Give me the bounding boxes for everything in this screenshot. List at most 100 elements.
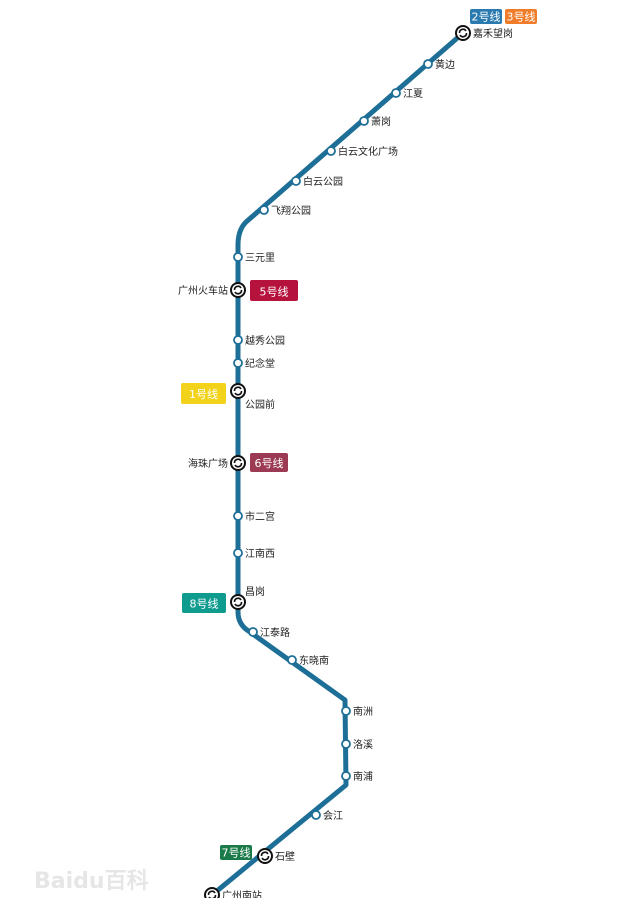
interchange-icon [455,25,471,41]
station-dot [248,627,258,637]
interchange-icon [230,594,246,610]
station-dot [341,771,351,781]
line-badge-2[interactable]: 3号线 [505,9,537,24]
station-5[interactable]: 白云文化广场 [326,145,398,158]
station-label: 三元里 [245,252,275,264]
station-2[interactable]: 黄边 [423,58,455,71]
badge-background [220,845,252,860]
badge-background [182,593,226,613]
transfer-arrows-icon [233,458,243,468]
transfer-arrows-icon [233,386,243,396]
station-dot [341,706,351,716]
badge-label: 2号线 [472,10,501,24]
transfer-arrows-icon [233,285,243,295]
station-dot [391,88,401,98]
station-label: 嘉禾望岗 [473,27,513,40]
station-label: 江泰路 [260,626,290,639]
station-9[interactable]: 广州火车站 [178,282,246,298]
station-17[interactable]: 江泰路 [248,626,290,639]
station-18[interactable]: 东晓南 [287,654,329,667]
badge-background [181,383,226,404]
line-2-track [210,31,465,897]
station-dot [233,252,243,262]
watermark: Baidu百科 [34,869,149,894]
station-22[interactable]: 会江 [311,809,343,822]
badge-label: 1号线 [189,387,218,401]
station-label: 纪念堂 [245,357,275,370]
station-label: 白云文化广场 [338,145,398,158]
interchange-icon [257,848,273,864]
station-13[interactable]: 海珠广场 [188,455,246,471]
station-15[interactable]: 江南西 [233,547,275,560]
station-dot [359,116,369,126]
station-dot [291,176,301,186]
station-6[interactable]: 白云公园 [291,175,343,188]
transfer-arrows-icon [207,890,217,898]
line-badge-1[interactable]: 2号线 [470,9,502,24]
station-10[interactable]: 越秀公园 [233,334,285,347]
line-badge-5[interactable]: 6号线 [250,453,288,472]
line-badge-7[interactable]: 7号线 [220,845,252,860]
station-label: 市二宫 [245,510,275,523]
transfer-arrows-icon [458,28,468,38]
station-19[interactable]: 南洲 [341,705,373,718]
badge-label: 8号线 [190,597,219,611]
station-23[interactable]: 石壁 [257,848,295,864]
station-label: 东晓南 [299,654,329,667]
station-label: 公园前 [245,398,275,411]
station-label: 洛溪 [353,738,373,751]
line-badge-3[interactable]: 5号线 [250,280,298,301]
station-dot [287,655,297,665]
station-20[interactable]: 洛溪 [341,738,373,751]
station-label: 海珠广场 [188,457,228,470]
station-dot [233,548,243,558]
station-7[interactable]: 飞翔公园 [259,204,311,217]
station-dot [233,335,243,345]
station-label: 白云公园 [303,175,343,188]
station-label: 昌岗 [245,586,265,598]
interchange-icon [230,282,246,298]
line-badge-4[interactable]: 1号线 [181,383,226,404]
station-dot [341,739,351,749]
interchange-icon [204,887,220,898]
station-label: 萧岗 [371,116,391,128]
station-16[interactable]: 昌岗 [230,586,265,610]
badge-label: 7号线 [222,845,251,859]
station-label: 广州南站 [222,889,262,898]
station-4[interactable]: 萧岗 [359,116,391,128]
station-21[interactable]: 南浦 [341,770,373,783]
station-11[interactable]: 纪念堂 [233,357,275,370]
station-8[interactable]: 三元里 [233,252,275,264]
badge-background [250,280,298,301]
station-dot [259,205,269,215]
station-1[interactable]: 嘉禾望岗 [455,25,513,41]
badge-label: 6号线 [255,456,284,470]
badge-label: 3号线 [507,10,536,24]
station-24[interactable]: 广州南站 [204,887,262,898]
badge-label: 5号线 [260,284,289,298]
interchange-icon [230,383,246,399]
transfer-arrows-icon [260,851,270,861]
station-dot [233,358,243,368]
interchange-icon [230,455,246,471]
station-label: 越秀公园 [245,334,285,347]
station-dot [423,59,433,69]
station-14[interactable]: 市二宫 [233,510,275,523]
badge-background [250,453,288,472]
station-12[interactable]: 公园前 [230,383,275,411]
station-label: 石壁 [275,850,295,863]
station-label: 黄边 [435,58,455,71]
station-label: 南浦 [353,770,373,783]
station-dot [311,810,321,820]
station-label: 江夏 [403,88,423,100]
station-label: 广州火车站 [178,284,228,297]
line-badge-6[interactable]: 8号线 [182,593,226,613]
station-label: 会江 [323,809,343,822]
transfer-arrows-icon [233,597,243,607]
station-3[interactable]: 江夏 [391,88,423,100]
station-label: 飞翔公园 [271,204,311,217]
station-dot [233,511,243,521]
badge-background [470,9,502,24]
